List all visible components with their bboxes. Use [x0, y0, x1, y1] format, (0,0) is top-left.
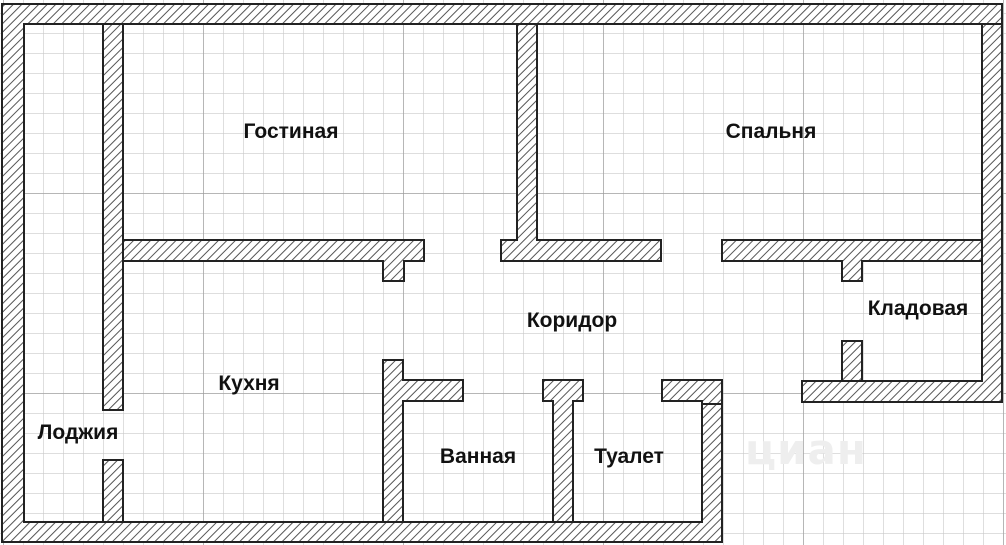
wall-outer-right [801, 23, 1003, 403]
room-label-bathroom: Ванная [439, 445, 517, 468]
wall-bath-toilet [542, 379, 584, 523]
wall-bedroom-storage [721, 239, 983, 282]
room-label-bedroom: Спальня [725, 120, 817, 143]
wall-loggia-lower [102, 459, 124, 523]
room-label-storage: Кладовая [867, 297, 969, 320]
wall-toilet-right [661, 379, 723, 405]
walls [1, 3, 1003, 543]
room-label-living-room: Гостиная [243, 120, 339, 143]
room-label-loggia: Лоджия [37, 421, 119, 444]
wall-outer [1, 3, 1003, 543]
wall-loggia-upper [102, 23, 124, 411]
wall-living-bedroom [500, 23, 662, 262]
room-label-kitchen: Кухня [218, 372, 280, 395]
wall-living-kitchen [122, 239, 425, 282]
room-label-toilet: Туалет [594, 445, 664, 468]
wall-kitchen-bath [382, 359, 464, 523]
room-label-corridor: Коридор [526, 309, 618, 332]
watermark-logo: циан [745, 425, 867, 474]
wall-storage-stub [841, 340, 863, 382]
